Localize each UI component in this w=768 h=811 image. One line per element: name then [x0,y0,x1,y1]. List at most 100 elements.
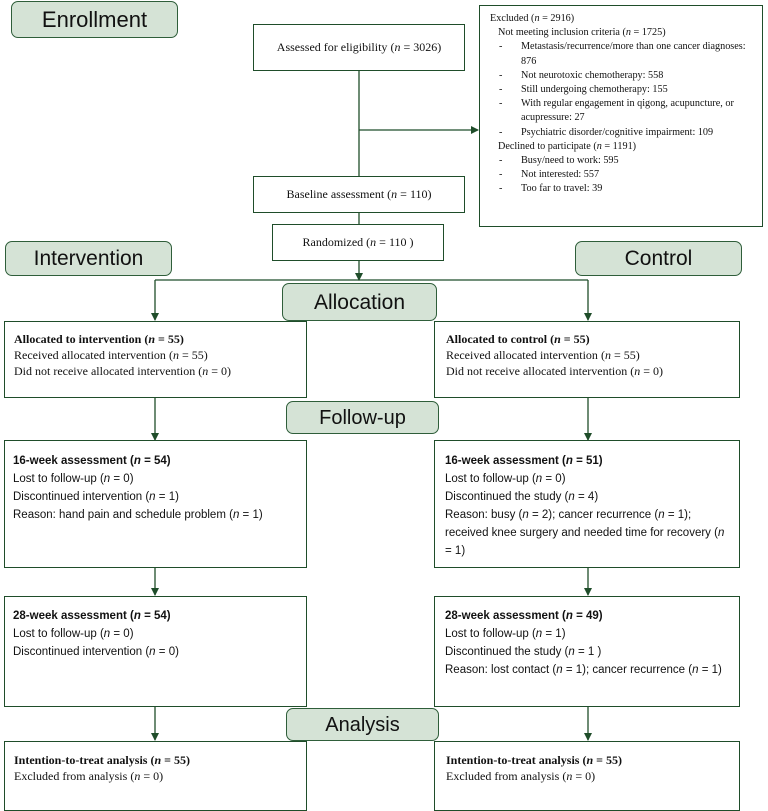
alloc-ctl-received: Received allocated intervention (n = 55) [446,348,640,362]
alloc-int-title: Allocated to intervention (n = 55) [14,332,184,346]
n-symbol: n [717,527,725,539]
n-symbol: n [149,646,156,658]
list-item: -Too far to travel: 39 [499,183,603,195]
n-symbol: n [103,473,111,485]
excluded-label: Excluded [490,13,529,24]
list-item: -Still undergoing chemotherapy: 155 [499,84,668,96]
n-symbol: n [202,364,209,378]
n-symbol: n [133,610,141,622]
assessed-eligibility-box: Assessed for eligibility (n = 3026) [253,24,465,71]
n-symbol: n [172,348,179,362]
ctl-28w-discontinued: Discontinued the study (n = 1 ) [445,646,602,658]
list-item: -With regular engagement in qigong, acup… [499,98,734,124]
ctl-28w-title: 28-week assessment (n = 49) [445,610,603,622]
excluded-heading: Excluded (n = 2916) [490,13,575,24]
n-symbol: n [556,664,563,676]
int-28w-discontinued: Discontinued intervention (n = 0) [13,646,179,658]
n-symbol: n [154,753,162,767]
allocated-intervention-box: Allocated to intervention (n = 55) Recei… [4,321,307,398]
assessed-label: Assessed for eligibility [276,40,388,54]
declined-n: 1191 [612,140,633,152]
intervention-16week-box: 16-week assessment (n = 54) Lost to foll… [4,440,307,568]
int-itt-title: Intention-to-treat analysis (n = 55) [14,753,190,767]
excluded-box: Excluded (n = 2916) Not meeting inclusio… [479,5,763,227]
n-symbol: n [134,769,141,783]
control-itt-box: Intention-to-treat analysis (n = 55) Exc… [434,741,740,811]
intervention-itt-box: Intention-to-treat analysis (n = 55) Exc… [4,741,307,811]
n-symbol: n [586,753,594,767]
baseline-n: 110 [409,187,428,201]
not-meeting-list: -Metastasis/recurrence/more than one can… [490,40,754,139]
list-item: -Not neurotoxic chemotherapy: 558 [499,69,664,81]
not-meeting-heading: Not meeting inclusion criteria (n = 1725… [498,27,666,39]
not-meeting-label: Not meeting inclusion criteria [498,27,620,39]
n-symbol: n [596,140,602,152]
int-28w-title: 28-week assessment (n = 54) [13,610,171,622]
list-item: -Not interested: 557 [499,169,600,181]
n-symbol: n [535,473,543,485]
n-symbol: n [535,628,543,640]
assessed-n: 3026 [413,40,438,54]
n-symbol: n [565,455,573,467]
control-16week-box: 16-week assessment (n = 51) Lost to foll… [434,440,740,568]
baseline-assessment-box: Baseline assessment (n = 110) [253,176,465,213]
randomized-label: Randomized [302,235,364,249]
intervention-28week-box: 28-week assessment (n = 54) Lost to foll… [4,596,307,707]
excluded-n: 2916 [550,13,571,24]
ctl-16w-discontinued: Discontinued the study (n = 4) [445,491,599,503]
n-symbol: n [394,40,401,54]
ctl-16w-title: 16-week assessment (n = 51) [445,455,603,467]
alloc-ctl-not-received: Did not receive allocated intervention (… [446,364,664,378]
ctl-16w-lost: Lost to follow-up (n = 0) [445,473,566,485]
int-itt-excluded: Excluded from analysis (n = 0) [14,769,164,783]
phase-analysis: Analysis [286,708,439,741]
list-item: -Psychiatric disorder/cognitive impairme… [499,126,714,138]
n-symbol: n [625,27,631,39]
int-28w-lost: Lost to follow-up (n = 0) [13,628,134,640]
n-symbol: n [554,332,561,346]
n-symbol: n [149,491,156,503]
declined-label: Declined to participate [498,140,591,152]
alloc-int-received: Received allocated intervention (n = 55) [14,348,208,362]
allocated-control-box: Allocated to control (n = 55) Received a… [434,321,740,398]
ctl-itt-excluded: Excluded from analysis (n = 0) [446,769,596,783]
ctl-16w-reason: Reason: busy (n = 2); cancer recurrence … [445,509,725,557]
randomized-box: Randomized (n = 110 ) [272,224,444,261]
list-item: -Metastasis/recurrence/more than one can… [499,41,746,67]
n-symbol: n [604,348,611,362]
not-meeting-n: 1725 [641,27,663,39]
n-symbol: n [634,364,641,378]
n-symbol: n [522,509,529,521]
int-16w-title: 16-week assessment (n = 54) [13,455,171,467]
n-symbol: n [391,187,398,201]
n-symbol: n [565,610,573,622]
n-symbol: n [568,491,575,503]
n-symbol: n [370,235,377,249]
randomized-n: 110 [388,235,407,249]
declined-heading: Declined to participate (n = 1191) [498,140,637,152]
n-symbol: n [232,509,240,521]
int-16w-reason: Reason: hand pain and schedule problem (… [13,509,263,521]
phase-followup: Follow-up [286,401,439,434]
ctl-28w-reason: Reason: lost contact (n = 1); cancer rec… [445,664,722,676]
n-symbol: n [568,646,575,658]
int-16w-lost: Lost to follow-up (n = 0) [13,473,134,485]
alloc-ctl-title: Allocated to control (n = 55) [446,332,590,346]
n-symbol: n [692,664,699,676]
declined-list: -Busy/need to work: 595 -Not interested:… [490,154,754,197]
phase-allocation: Allocation [282,283,437,321]
int-16w-discontinued: Discontinued intervention (n = 1) [13,491,179,503]
n-symbol: n [658,509,665,521]
phase-control: Control [575,241,742,276]
list-item: -Busy/need to work: 595 [499,155,619,167]
n-symbol: n [103,628,111,640]
phase-enrollment: Enrollment [11,1,178,38]
phase-intervention: Intervention [5,241,172,276]
n-symbol: n [534,13,540,24]
n-symbol: n [566,769,573,783]
baseline-label: Baseline assessment [286,187,385,201]
ctl-28w-lost: Lost to follow-up (n = 1) [445,628,566,640]
n-symbol: n [148,332,155,346]
alloc-int-not-received: Did not receive allocated intervention (… [14,364,232,378]
control-28week-box: 28-week assessment (n = 49) Lost to foll… [434,596,740,707]
